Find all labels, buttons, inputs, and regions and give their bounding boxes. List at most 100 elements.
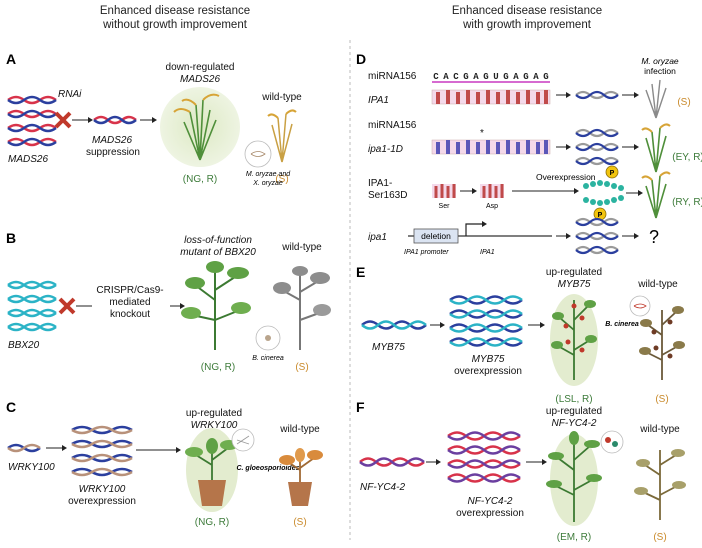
panel-b-mutant-title-line1: loss-of-function — [184, 235, 252, 246]
header-left-line2: without growth improvement — [102, 19, 248, 31]
panel-d-row1-status: (S) — [677, 97, 690, 108]
panel-a-letter: A — [6, 51, 16, 67]
panel-d-infection-line1: M. oryzae — [641, 56, 679, 66]
panel-f-gene-label: NF-YC4-2 — [360, 482, 405, 493]
panel-d-unknown: ? — [649, 227, 659, 247]
panel-e-letter: E — [356, 264, 365, 280]
arabidopsis-plant-icon — [551, 300, 597, 380]
panel-c-letter: C — [6, 399, 16, 415]
sequence-letter: U — [493, 72, 498, 82]
panel-e-result-line2: overexpression — [454, 366, 522, 377]
panel-a-gene-label: MADS26 — [8, 154, 48, 165]
sequence-letter: C — [433, 72, 439, 82]
sequence-letter: G — [483, 72, 488, 82]
sequence-letter: G — [503, 72, 508, 82]
panel-a-mutant-title-line2: MADS26 — [180, 74, 220, 85]
sequence-letter: A — [513, 72, 519, 82]
gray-rice-icon — [645, 79, 667, 119]
green-rice-icon — [641, 123, 671, 173]
panel-d-row1-label1: miRNA156 — [368, 71, 417, 82]
potted-plant-icon — [185, 438, 238, 506]
amino-acid-ser — [432, 184, 456, 198]
panel-c: C WRKY100 WRKY100 overexpression up-regu… — [6, 399, 323, 528]
sequence-letter: A — [533, 72, 539, 82]
panel-c-mutant-title-line1: up-regulated — [186, 408, 242, 419]
panel-b-letter: B — [6, 230, 16, 246]
panel-e: E MYB75 MYB75 overexpression up-regulate… — [356, 264, 685, 405]
panel-c-mutant-title-line2: WRKY100 — [191, 420, 238, 431]
panel-d-row4-dna — [575, 217, 619, 255]
panel-b-dna-stack — [7, 280, 57, 332]
rice-plant-icon — [173, 93, 220, 161]
sequence-letter: G — [523, 72, 528, 82]
panel-d-overexpression: Overexpression — [536, 172, 596, 182]
panel-d-row3-status: (RY, R) — [672, 197, 702, 208]
panel-d-ipa1-gene: IPA1 — [480, 249, 495, 256]
panel-f-mutant-title-line2: NF-YC4-2 — [551, 418, 596, 429]
panel-e-mutant-title-line2: MYB75 — [558, 279, 591, 290]
panel-a-result-line2: suppression — [86, 147, 140, 158]
panel-f: F NF-YC4-2 NF-YC4-2 overexpression up-re… — [356, 399, 686, 543]
panel-d-phospho-1: P — [610, 170, 615, 177]
panel-a-block-icon — [54, 111, 72, 129]
panel-c-wt-status: (S) — [293, 517, 306, 528]
panel-c-gene-label: WRKY100 — [8, 462, 55, 473]
panel-b-pathogen: B. cinerea — [252, 355, 284, 362]
panel-c-wt-title: wild-type — [279, 424, 320, 435]
panel-d-promoter: IPA1 promoter — [404, 249, 449, 256]
panel-c-mutant-status: (NG, R) — [195, 517, 229, 528]
panel-e-result-line1: MYB75 — [472, 354, 505, 365]
panel-a-method-label: RNAi — [58, 89, 82, 100]
panel-e-mutant-title-line1: up-regulated — [546, 267, 602, 278]
wildtype-potted-plant-icon — [279, 448, 323, 506]
panel-c-dna-stack — [71, 425, 133, 477]
panel-a-dna-stack — [7, 95, 57, 147]
sequence-letter: G — [463, 72, 468, 82]
panel-d-row2-dna — [575, 128, 619, 166]
panel-a-halo — [160, 87, 240, 167]
panel-c-pathogen: C. gloeosporioides — [236, 465, 299, 472]
panel-d-row4-label: ipa1 — [368, 232, 387, 243]
panel-d-row1-dna — [575, 90, 619, 100]
pathogen-inset-e — [629, 295, 651, 317]
flower-pot-icon — [198, 480, 226, 506]
panel-a-result-line1: MADS26 — [92, 135, 132, 146]
panel-e-wt-status: (S) — [655, 394, 668, 405]
panel-a-wt-title: wild-type — [261, 92, 302, 103]
panel-c-result-line1: WRKY100 — [79, 484, 126, 495]
panel-e-pathogen: B. cinerea — [605, 321, 639, 328]
panel-d-deletion: deletion — [421, 231, 451, 241]
panel-a-arrow-2 — [152, 117, 157, 123]
panel-c-arrow — [62, 445, 67, 451]
sequence-letter: G — [543, 72, 548, 82]
mrna-bases-row2 — [431, 139, 551, 155]
panel-f-dna-stack — [447, 431, 521, 483]
panel-e-gene-label: MYB75 — [372, 342, 405, 353]
panel-f-letter: F — [356, 399, 365, 415]
panel-e-mutant-status: (LSL, R) — [555, 394, 592, 405]
sequence-letter: A — [473, 72, 479, 82]
panel-a-mutant-title-line1: down-regulated — [166, 62, 235, 73]
protein-chain-icon — [583, 180, 624, 206]
panel-a-mutant-status: (NG, R) — [183, 174, 217, 185]
deletion-box — [413, 228, 459, 244]
panel-b-wt-status: (S) — [295, 362, 308, 373]
panel-d-asp: Asp — [486, 203, 498, 210]
pathogen-inset-a — [244, 140, 272, 168]
panel-f-mutant-status: (EM, R) — [557, 532, 591, 543]
rice-plant-icon-3 — [641, 171, 671, 219]
wildtype-rice-icon — [267, 109, 297, 163]
panel-b-gene-label: BBX20 — [8, 340, 40, 351]
panel-d-row2-label2: ipa1-1D — [368, 144, 403, 155]
panel-a-single-dna — [93, 115, 137, 125]
panel-e-dna — [361, 320, 427, 330]
tss-arrow-icon — [465, 223, 482, 236]
pathogen-inset-f — [600, 430, 624, 454]
panel-f-wt-title: wild-type — [639, 424, 680, 435]
panel-d-row1-label2: IPA1 — [368, 95, 389, 106]
panel-d-row2-label1: miRNA156 — [368, 120, 417, 131]
panel-b-method-line2: mediated — [109, 297, 150, 308]
sequence-letter: C — [453, 72, 459, 82]
